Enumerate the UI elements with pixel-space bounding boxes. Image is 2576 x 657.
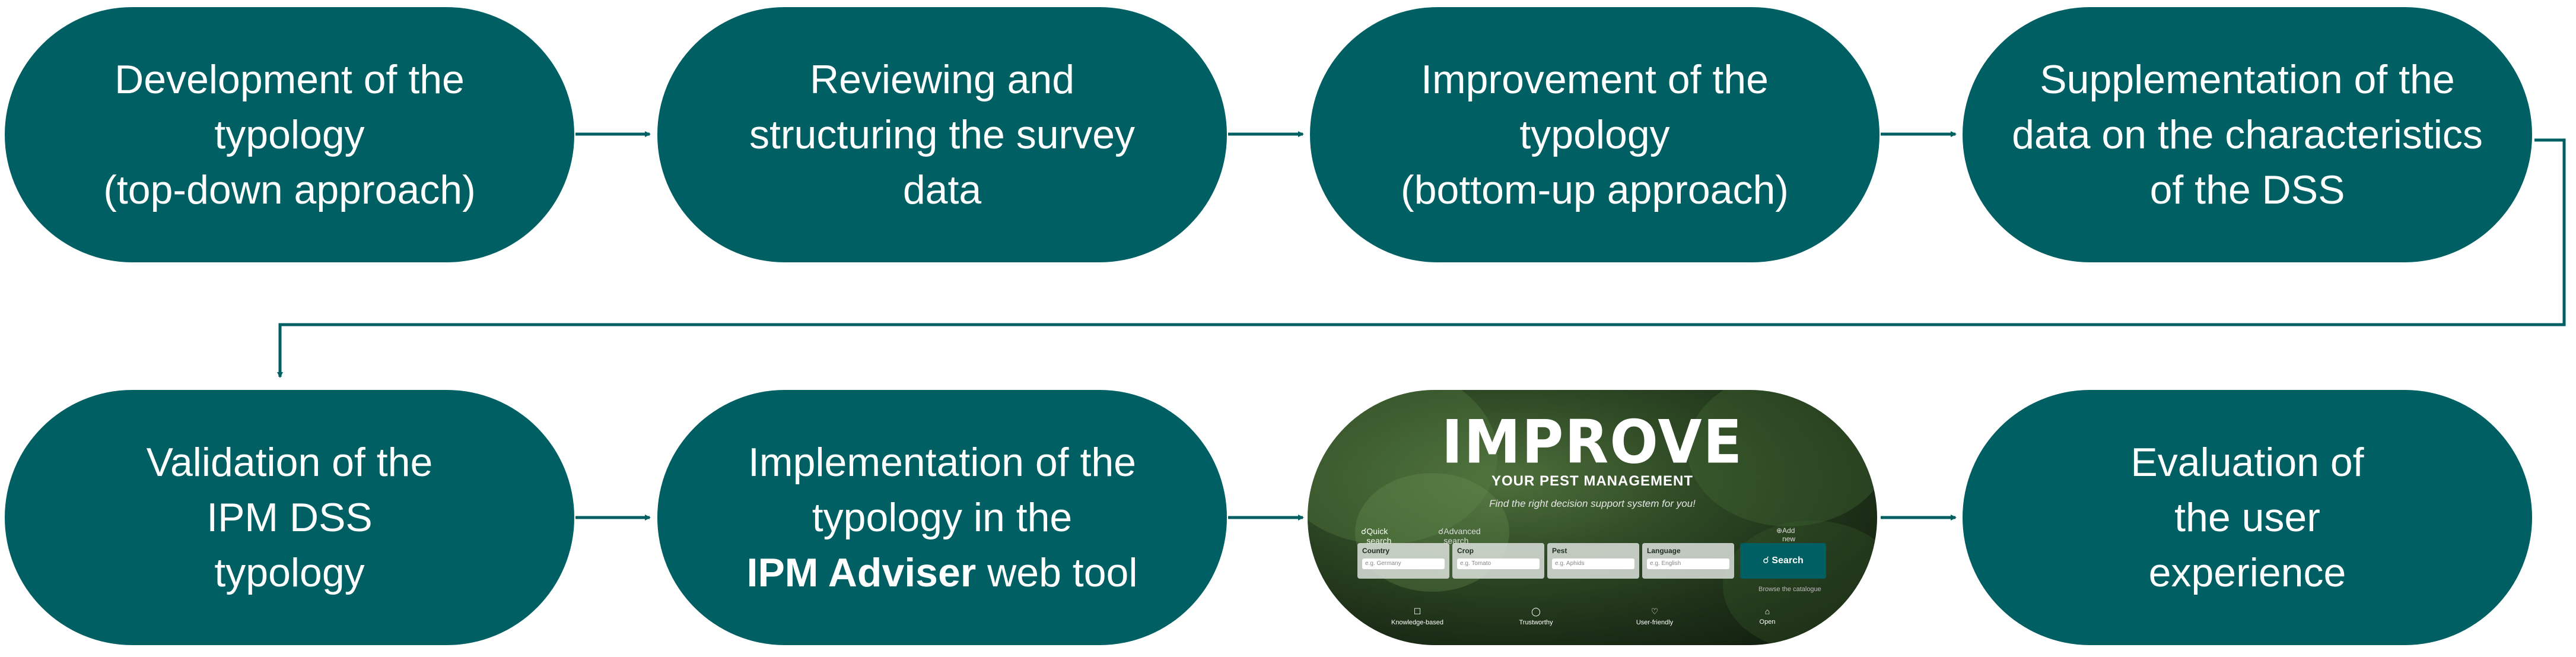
arrow-4-5 bbox=[277, 138, 2566, 378]
heart-icon: ♡ bbox=[1650, 607, 1659, 616]
feature-knowledge-based: ☐ Knowledge-based bbox=[1373, 607, 1462, 626]
language-field[interactable]: Language e.g. English bbox=[1642, 543, 1734, 579]
field-label: Country bbox=[1362, 547, 1389, 555]
field-label: Pest bbox=[1552, 547, 1567, 555]
step-implementation-web-tool: Implementation of the typology in the IP… bbox=[657, 390, 1227, 645]
crop-field[interactable]: Crop e.g. Tomato bbox=[1452, 543, 1544, 579]
tab-advanced-search[interactable]: ☌ Advanced search bbox=[1438, 526, 1481, 545]
search-label: Search bbox=[1772, 556, 1804, 566]
step-improvement-of-typology: Improvement of the typology (bottom-up a… bbox=[1310, 7, 1879, 262]
feature-open: ⌂ Open bbox=[1723, 607, 1812, 626]
tab-quick-search[interactable]: ☌ Quick search bbox=[1361, 526, 1392, 545]
feature-user-friendly: ♡ User-friendly bbox=[1610, 607, 1699, 626]
add-new-dss-link[interactable]: ⊕ Add new DSS bbox=[1776, 526, 1797, 551]
step-text: (top-down approach) bbox=[103, 167, 476, 212]
step-text: Evaluation of bbox=[2130, 439, 2364, 485]
step-reviewing-survey-data: Reviewing and structuring the survey dat… bbox=[657, 7, 1227, 262]
field-label: Crop bbox=[1457, 547, 1474, 555]
step-text: Improvement of the bbox=[1421, 56, 1769, 102]
step-text: IPM DSS bbox=[206, 494, 373, 540]
ipm-adviser-name: IPM Adviser bbox=[746, 550, 977, 595]
pest-input[interactable]: e.g. Aphids bbox=[1552, 558, 1634, 569]
step-validation-of-typology: Validation of the IPM DSS typology bbox=[5, 390, 574, 645]
background-leaf bbox=[1687, 390, 1877, 526]
shield-icon: ◯ bbox=[1531, 607, 1541, 616]
step-text-combined: IPM Adviser web tool bbox=[747, 545, 1138, 601]
step-text-tail: web tool bbox=[976, 550, 1138, 595]
crop-input[interactable]: e.g. Tomato bbox=[1457, 558, 1540, 569]
step-text: Development of the bbox=[115, 56, 465, 102]
step-supplementation-of-data: Supplementation of the data on the chara… bbox=[1963, 7, 2532, 262]
country-input[interactable]: e.g. Germany bbox=[1362, 558, 1445, 569]
step-text: Reviewing and bbox=[809, 56, 1075, 102]
browse-catalogue-link[interactable]: Browse the catalogue bbox=[1758, 586, 1821, 593]
step-text: data bbox=[902, 167, 982, 212]
search-button[interactable]: ☌ Search bbox=[1740, 543, 1826, 579]
search-tabs: ☌ Quick search ☌ Advanced search ⊕ Add n… bbox=[1361, 526, 1842, 551]
step-text: of the DSS bbox=[2149, 167, 2345, 212]
step-text: Implementation of the bbox=[748, 439, 1136, 485]
language-input[interactable]: e.g. English bbox=[1647, 558, 1729, 569]
step-text: typology bbox=[214, 550, 365, 595]
step-text: structuring the survey bbox=[749, 112, 1136, 157]
step-text: Supplementation of the bbox=[2040, 56, 2455, 102]
step-text: typology bbox=[1519, 112, 1670, 157]
home-icon: ⌂ bbox=[1764, 607, 1770, 616]
pest-field[interactable]: Pest e.g. Aphids bbox=[1547, 543, 1639, 579]
step-text: typology bbox=[214, 112, 365, 157]
step-text: experience bbox=[2148, 550, 2346, 595]
step-text: (bottom-up approach) bbox=[1401, 167, 1789, 212]
step-text: typology in the bbox=[812, 494, 1073, 540]
book-icon: ☐ bbox=[1413, 607, 1421, 616]
step-text: Validation of the bbox=[146, 439, 433, 485]
country-field[interactable]: Country e.g. Germany bbox=[1357, 543, 1449, 579]
step-text: the user bbox=[2174, 494, 2320, 540]
shot-subtitle: YOUR PEST MANAGEMENT bbox=[1491, 473, 1693, 489]
feature-label: Knowledge-based bbox=[1391, 619, 1444, 626]
feature-label: Open bbox=[1759, 618, 1776, 626]
shot-tagline: Find the right decision support system f… bbox=[1489, 498, 1696, 509]
feature-label: User-friendly bbox=[1636, 619, 1674, 626]
shot-title: IMPROVE bbox=[1441, 407, 1744, 477]
feature-trustworthy: ◯ Trustworthy bbox=[1491, 607, 1580, 626]
field-label: Language bbox=[1647, 547, 1681, 555]
step-evaluation-user-experience: Evaluation of the user experience bbox=[1963, 390, 2532, 645]
background-leaf bbox=[1723, 520, 1877, 645]
step-text: data on the characteristics bbox=[2012, 112, 2483, 157]
ipm-adviser-screenshot: IMPROVE YOUR PEST MANAGEMENT Find the ri… bbox=[1308, 390, 1877, 645]
step-development-of-typology: Development of the typology (top-down ap… bbox=[5, 7, 574, 262]
search-bar: Country e.g. Germany Crop e.g. Tomato Pe… bbox=[1357, 543, 1826, 583]
feature-label: Trustworthy bbox=[1519, 619, 1553, 626]
